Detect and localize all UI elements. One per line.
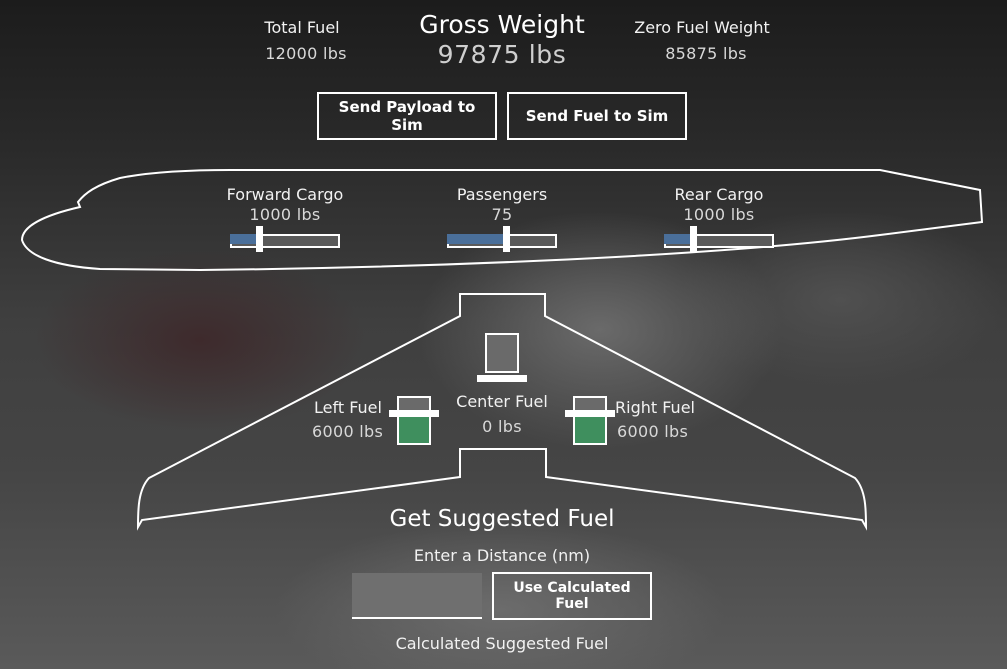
slider-thumb[interactable]: [503, 226, 511, 252]
forward-cargo-value: 1000 lbs: [249, 205, 321, 224]
rear-cargo-value: 1000 lbs: [683, 205, 755, 224]
right-fuel-tank[interactable]: [573, 396, 607, 445]
slider-thumb[interactable]: [255, 226, 263, 252]
right-fuel-handle[interactable]: [565, 410, 615, 417]
center-fuel-value: 0 lbs: [482, 417, 522, 436]
zero-fuel-weight-value: 85875 lbs: [665, 44, 747, 63]
passengers-slider[interactable]: [447, 226, 557, 252]
gross-weight-value: 97875 lbs: [437, 40, 567, 69]
total-fuel-value: 12000 lbs: [265, 44, 347, 63]
distance-label: Enter a Distance (nm): [413, 546, 591, 565]
rear-cargo-label: Rear Cargo: [674, 185, 764, 204]
tank-level: [399, 416, 429, 443]
left-fuel-label: Left Fuel: [314, 398, 382, 417]
left-fuel-handle[interactable]: [389, 410, 439, 417]
slider-fill: [447, 234, 507, 244]
slider-fill: [230, 234, 259, 244]
center-fuel-label: Center Fuel: [456, 392, 548, 411]
rear-cargo-slider[interactable]: [664, 226, 774, 252]
calculated-fuel-label: Calculated Suggested Fuel: [395, 634, 609, 653]
tank-level: [575, 416, 605, 443]
left-fuel-value: 6000 lbs: [312, 422, 384, 441]
slider-fill: [664, 234, 693, 244]
right-fuel-value: 6000 lbs: [617, 422, 689, 441]
zero-fuel-weight-label: Zero Fuel Weight: [634, 18, 770, 37]
left-fuel-tank[interactable]: [397, 396, 431, 445]
send-payload-button[interactable]: Send Payload to Sim: [317, 92, 497, 140]
use-calculated-fuel-button[interactable]: Use Calculated Fuel: [492, 572, 652, 620]
fuselage-outline: [20, 169, 984, 272]
total-fuel-label: Total Fuel: [264, 18, 340, 37]
suggested-fuel-title: Get Suggested Fuel: [389, 506, 615, 532]
forward-cargo-slider[interactable]: [230, 226, 340, 252]
slider-thumb[interactable]: [689, 226, 697, 252]
passengers-value: 75: [491, 205, 513, 224]
gross-weight-label: Gross Weight: [419, 10, 585, 39]
center-fuel-tank[interactable]: [485, 333, 519, 373]
passengers-label: Passengers: [456, 185, 548, 204]
send-fuel-button[interactable]: Send Fuel to Sim: [507, 92, 687, 140]
center-fuel-handle[interactable]: [477, 375, 527, 382]
wing-outline: [136, 293, 868, 531]
forward-cargo-label: Forward Cargo: [226, 185, 344, 204]
distance-input[interactable]: [352, 573, 482, 619]
right-fuel-label: Right Fuel: [615, 398, 695, 417]
